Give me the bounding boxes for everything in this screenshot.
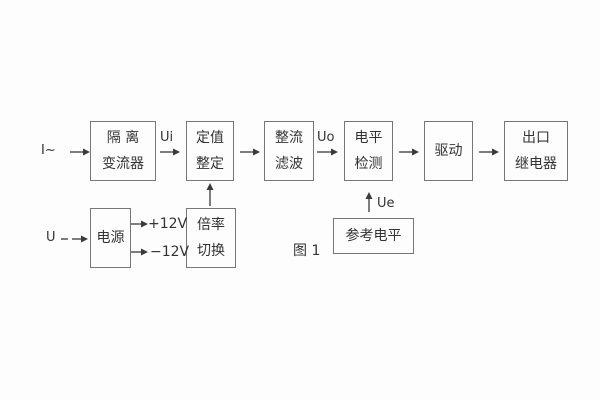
arrow-current-to-isolation	[70, 148, 90, 156]
block-label-line: 滤波	[275, 156, 303, 172]
arrow-ue	[365, 192, 373, 212]
label-uo: Uo	[317, 130, 335, 145]
block-level-detection: 电平 检测	[344, 121, 393, 181]
block-label-line: 参考电平	[345, 228, 402, 244]
arrow-ui	[160, 148, 180, 156]
block-rectifier-filter: 整流 滤波	[264, 121, 314, 181]
arrow-voltage-to-power	[61, 235, 88, 243]
label-plus-12v: +12V	[148, 216, 188, 232]
block-ratio-switch: 倍率 切换	[186, 208, 236, 268]
arrow-level-to-drive	[399, 148, 419, 156]
block-label-line: 隔 离	[106, 130, 140, 146]
arrow-drive-to-output	[479, 148, 499, 156]
arrow-setting-to-rectifier	[240, 148, 260, 156]
block-label-line: 整定	[196, 156, 224, 172]
figure-caption: 图 1	[293, 243, 321, 259]
block-label-line: 电平	[354, 130, 383, 146]
block-isolation-transformer: 隔 离 变流器	[90, 121, 156, 181]
block-label-line: 整流	[275, 130, 303, 146]
label-ue: Ue	[377, 196, 395, 211]
arrow-minus-12v	[131, 248, 148, 256]
label-ui: Ui	[160, 130, 174, 145]
block-setting-adjustment: 定值 整定	[186, 121, 234, 181]
block-reference-level: 参考电平	[333, 218, 414, 254]
block-label-line: 继电器	[515, 156, 557, 172]
block-label-line: 驱动	[434, 143, 463, 159]
arrow-uo	[317, 148, 338, 156]
block-output-relay: 出口 继电器	[504, 121, 568, 181]
block-label-line: 倍率	[197, 217, 225, 233]
block-power-supply: 电源	[90, 208, 131, 268]
block-drive: 驱动	[424, 121, 473, 181]
label-minus-12v: −12V	[150, 244, 190, 260]
arrow-ratio-to-setting	[206, 183, 214, 206]
label-input-voltage: U	[46, 230, 56, 245]
block-label-line: 切换	[197, 243, 225, 259]
block-label-line: 检测	[354, 156, 383, 172]
label-input-current: I~	[41, 143, 56, 158]
block-label-line: 定值	[196, 130, 224, 146]
block-label-line: 变流器	[102, 156, 144, 172]
block-label-line: 出口	[522, 130, 550, 146]
block-label-line: 电源	[96, 230, 125, 246]
arrow-plus-12v	[131, 220, 148, 228]
